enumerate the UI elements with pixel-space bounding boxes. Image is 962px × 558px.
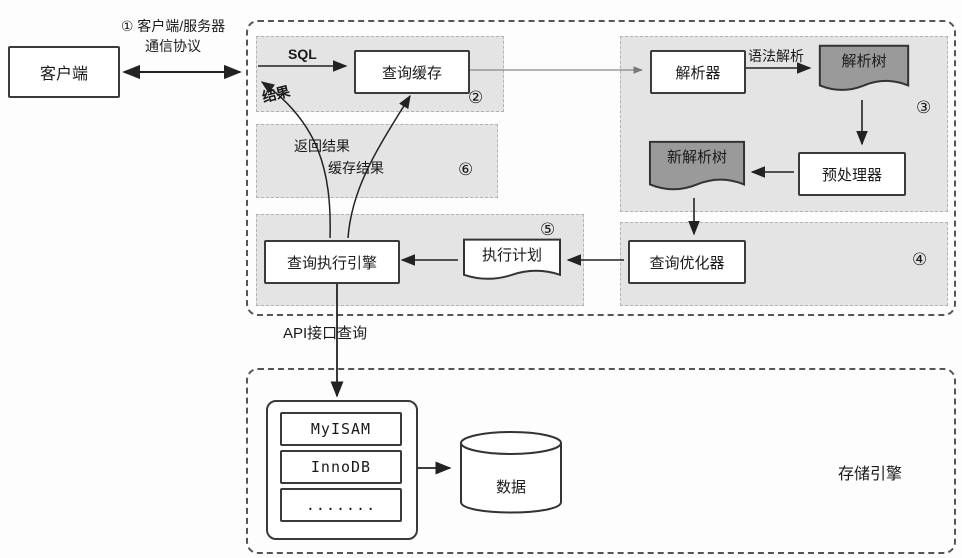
server-boundary bbox=[246, 20, 956, 316]
sql-label: SQL bbox=[288, 46, 317, 62]
api-query-label: API接口查询 bbox=[283, 325, 368, 342]
query-cache-node: 查询缓存 bbox=[354, 50, 470, 94]
execution-plan-label: 执行计划 bbox=[481, 247, 542, 264]
data-label: 数据 bbox=[495, 479, 526, 496]
new-parse-tree-label: 新解析树 bbox=[666, 149, 727, 166]
region-result-return bbox=[256, 124, 498, 198]
protocol-label-line1: ① 客户端/服务器 bbox=[120, 18, 226, 34]
query-optimizer-node: 查询优化器 bbox=[628, 240, 746, 284]
database-icon bbox=[460, 431, 562, 514]
parse-tree-node: 解析树 bbox=[818, 44, 910, 98]
engine-innodb: InnoDB bbox=[280, 450, 402, 484]
protocol-label-line2: 通信协议 bbox=[145, 38, 201, 54]
query-cache-label: 查询缓存 bbox=[381, 64, 442, 82]
badge-5: ⑤ bbox=[540, 220, 556, 239]
query-engine-node: 查询执行引擎 bbox=[264, 240, 400, 284]
execution-plan-node: 执行计划 bbox=[462, 238, 562, 286]
document-shape-icon bbox=[818, 44, 910, 98]
client-label: 客户端 bbox=[39, 66, 88, 83]
badge-6: ⑥ bbox=[458, 160, 474, 179]
badge-3: ③ bbox=[916, 98, 932, 117]
engine-myisam: MyISAM bbox=[280, 412, 402, 446]
new-parse-tree-node: 新解析树 bbox=[648, 140, 746, 198]
return-result-label: 返回结果 bbox=[294, 138, 350, 154]
badge-2: ② bbox=[468, 88, 484, 107]
badge-4: ④ bbox=[912, 250, 928, 269]
cache-result-curve bbox=[347, 94, 411, 239]
preprocessor-label: 预处理器 bbox=[821, 166, 882, 184]
cache-result-label: 缓存结果 bbox=[328, 160, 384, 176]
data-cylinder: 数据 bbox=[456, 428, 566, 520]
query-engine-label: 查询执行引擎 bbox=[286, 254, 377, 272]
client-node: 客户端 bbox=[8, 46, 120, 98]
engine-others: ....... bbox=[280, 488, 402, 522]
document-shape-icon bbox=[462, 238, 562, 286]
storage-engine-boundary bbox=[246, 368, 956, 554]
document-shape-icon bbox=[648, 140, 746, 198]
query-optimizer-label: 查询优化器 bbox=[649, 254, 725, 272]
parse-tree-label: 解析树 bbox=[841, 53, 887, 70]
storage-engine-label: 存储引擎 bbox=[838, 466, 903, 483]
syntax-parse-label: 语法解析 bbox=[748, 48, 804, 64]
parser-label: 解析器 bbox=[675, 64, 721, 82]
parser-node: 解析器 bbox=[650, 50, 746, 94]
preprocessor-node: 预处理器 bbox=[798, 152, 906, 196]
return-result-curve bbox=[260, 81, 331, 239]
protocol-label: ① 客户端/服务器 通信协议 bbox=[98, 16, 248, 56]
